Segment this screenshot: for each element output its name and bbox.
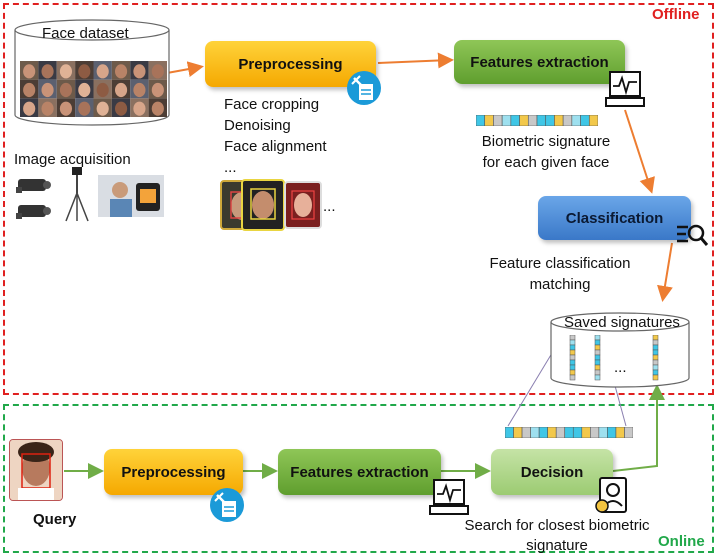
signature-cell	[652, 339, 659, 346]
signature-cell	[569, 374, 576, 381]
preprocessing-step-3: Face alignment	[224, 138, 327, 155]
signature-cell	[594, 335, 601, 341]
arrow-classification-to-saved	[657, 242, 673, 302]
signature-cell	[594, 339, 601, 346]
online-label: Online	[658, 533, 705, 550]
signature-cell	[581, 427, 591, 438]
online-features-extraction-box: Features extraction	[278, 449, 441, 495]
signature-cell	[598, 427, 608, 438]
signature-cell	[652, 354, 659, 361]
query-signature-bar	[505, 427, 633, 438]
signature-cell	[505, 427, 514, 438]
face-dataset-label: Face dataset	[42, 25, 129, 42]
offline-features-extraction-box: Features extraction	[454, 40, 625, 84]
signature-cell	[547, 427, 557, 438]
online-region	[3, 404, 714, 553]
signature-cell	[569, 364, 576, 371]
signature-caption-line1: Biometric signature	[481, 133, 611, 150]
signature-cell	[652, 374, 659, 381]
signature-cell	[569, 349, 576, 356]
signature-cell	[594, 374, 601, 381]
query-label: Query	[33, 511, 77, 528]
preprocessing-step-4: ...	[224, 159, 237, 176]
signature-cell	[538, 427, 548, 438]
signature-cell	[607, 427, 617, 438]
signature-cell	[569, 369, 576, 376]
signature-cell	[652, 364, 659, 371]
signature-cell	[652, 359, 659, 366]
preprocessing-step-2: Denoising	[224, 117, 291, 134]
signature-cell	[594, 369, 601, 376]
signature-cell	[555, 427, 566, 438]
search-caption-line2: signature	[526, 537, 588, 554]
signature-cell	[594, 349, 601, 356]
signature-cell	[572, 427, 583, 438]
signature-cell	[564, 427, 574, 438]
classification-caption-line1: Feature classification	[489, 255, 631, 272]
arrow-dataset-to-preprocessing	[166, 61, 204, 78]
signature-cell	[594, 344, 601, 351]
signature-cell	[652, 369, 659, 376]
signature-cell	[590, 427, 600, 438]
offline-preprocessing-box: Preprocessing	[205, 41, 376, 87]
signature-cell	[569, 339, 576, 346]
signature-cell	[652, 335, 659, 341]
image-acquisition-label: Image acquisition	[14, 151, 131, 168]
classification-caption-line2: matching	[529, 276, 591, 293]
signature-caption-line2: for each given face	[482, 154, 610, 171]
signature-cell	[652, 344, 659, 351]
aligned-face-thumbnail	[241, 179, 285, 231]
saved-signatures-label: Saved signatures	[564, 314, 680, 331]
query-face-image	[9, 439, 63, 501]
signature-cell	[594, 359, 601, 366]
saved-ellipsis: ...	[614, 359, 627, 376]
signature-cell	[569, 344, 576, 351]
arrow-features-to-classification	[624, 109, 655, 194]
signature-cell	[652, 349, 659, 356]
signature-cell	[569, 335, 576, 341]
search-caption-line1: Search for closest biometric	[464, 517, 650, 534]
thumbnails-ellipsis: ...	[323, 198, 336, 215]
preprocessing-step-1: Face cropping	[224, 96, 320, 113]
offline-region	[3, 3, 714, 395]
decision-box: Decision	[491, 449, 613, 495]
signature-cell	[521, 427, 531, 438]
signature-cell	[624, 427, 633, 438]
signature-cell	[513, 427, 523, 438]
arrow-preprocessing-to-features	[377, 52, 454, 69]
signature-cell	[530, 427, 540, 438]
signature-cell	[594, 354, 601, 361]
saved-signature-columns	[568, 335, 668, 385]
classification-box: Classification	[538, 196, 691, 240]
offline-label: Offline	[652, 6, 700, 23]
online-preprocessing-box: Preprocessing	[104, 449, 243, 495]
signature-cell	[594, 364, 601, 371]
signature-cell	[569, 354, 576, 361]
signature-cell	[615, 427, 625, 438]
aligned-face-thumbnail	[284, 181, 322, 229]
signature-cell	[569, 359, 576, 366]
biometric-signature-bar	[476, 115, 598, 126]
arrow-decision-to-saved	[612, 384, 665, 472]
face-grid-image	[20, 61, 167, 117]
